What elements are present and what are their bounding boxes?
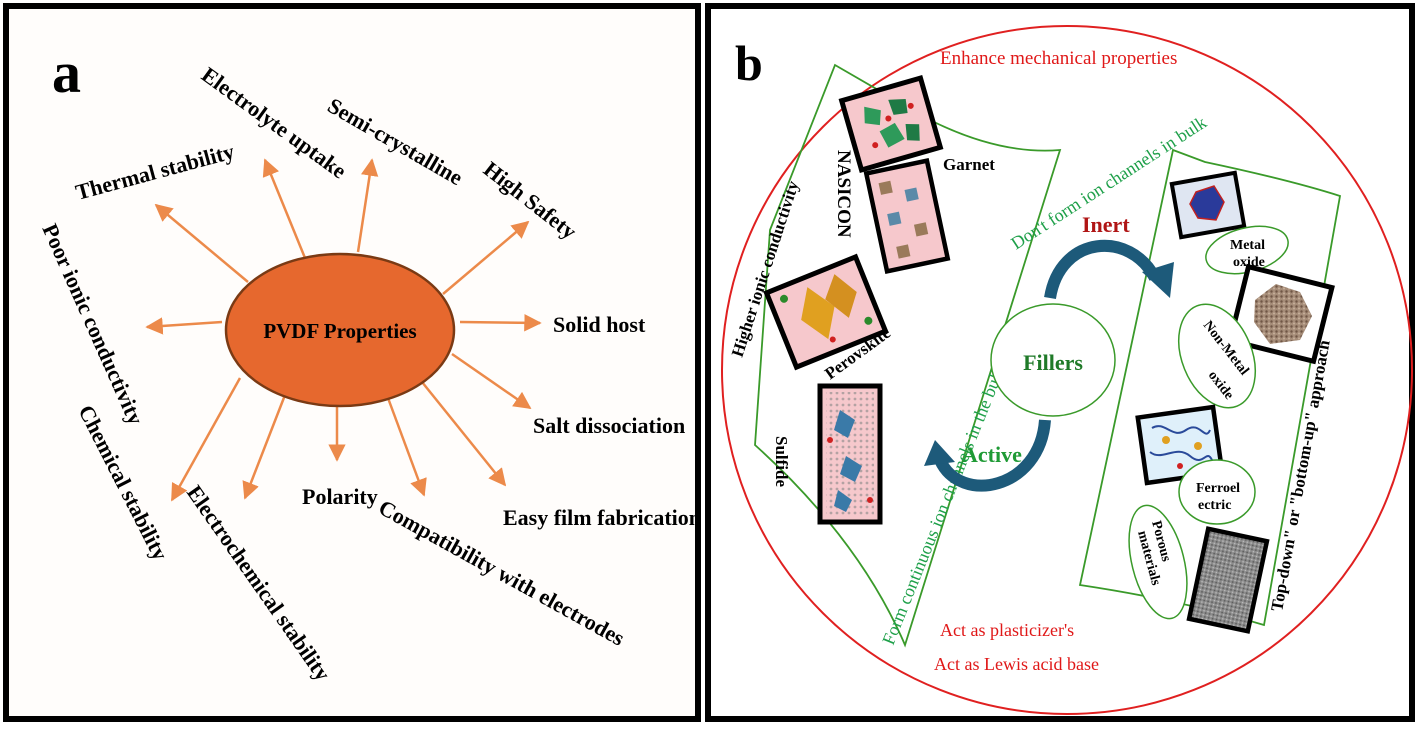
bottom-text-2: Act as Lewis acid base (934, 654, 1099, 674)
nasicon-image (863, 157, 951, 275)
panel-b-label: b (735, 35, 763, 91)
fillers-label: Fillers (1023, 350, 1083, 375)
arrow-poor-ionic-conductivity (145, 317, 223, 335)
nasicon-label: NASICON (833, 150, 854, 238)
metal-oxide-label-2: oxide (1233, 255, 1265, 270)
arrow-salt-dissociation (451, 352, 532, 410)
active-curved-arrow (934, 419, 1051, 492)
arrow-high-safety (442, 220, 530, 295)
metal-oxide-label-1: Metal (1230, 238, 1265, 253)
top-text: Enhance mechanical properties (940, 48, 1177, 69)
label-easy-film-fabrication: Easy film fabrication (503, 505, 701, 530)
sulfide-label: Sulfide (772, 436, 791, 487)
garnet-image (838, 75, 944, 173)
pvdf-center-label: PVDF Properties (263, 319, 416, 343)
inert-label: Inert (1082, 212, 1130, 237)
label-solid-host: Solid host (553, 312, 646, 337)
bottom-text-1: Act as plasticizer's (940, 620, 1074, 640)
pvdf-ellipse (224, 252, 456, 408)
ferroelectric-label-2: ectric (1198, 498, 1231, 513)
arrow-compatibility (386, 397, 427, 497)
perovskite-image (763, 253, 889, 371)
inert-curved-arrow (1044, 239, 1161, 300)
active-label: Active (962, 442, 1022, 467)
ferroelectric-label-1: Ferroel (1196, 481, 1240, 496)
ferroelectric-oval (1178, 459, 1256, 525)
metal-oxide-image (1169, 170, 1247, 240)
panel-a-label: a (52, 40, 81, 105)
non-metal-oxide-oval (1178, 303, 1256, 409)
arrow-solid-host (459, 314, 542, 332)
panel-a: a PVDF Properties Thermal stability Elec… (3, 3, 701, 722)
arrow-semi-crystalline (356, 158, 379, 253)
porous-oval (1128, 504, 1188, 620)
non-metal-oxide-image (1227, 263, 1335, 365)
inert-bracket (1078, 148, 1342, 627)
label-salt-dissociation: Salt dissociation (533, 413, 685, 438)
ferroelectric-image (1135, 404, 1225, 486)
arrow-electrolyte-uptake (262, 158, 307, 259)
arrow-electrochemical-stability (242, 394, 287, 500)
label-polarity: Polarity (302, 484, 378, 509)
panel-b: b Enhance mechanical properties Act as p… (705, 3, 1415, 722)
arrow-easy-film-fabrication (421, 381, 507, 487)
active-arrow-head (924, 440, 955, 466)
arrow-chemical-stability (170, 377, 242, 502)
sulfide-image (817, 383, 883, 525)
porous-image (1186, 526, 1270, 634)
property-arrows (145, 158, 542, 502)
inert-arrow-head (1142, 262, 1174, 298)
fillers-circle (990, 303, 1116, 417)
outer-red-circle (721, 25, 1413, 715)
active-bracket (754, 63, 1062, 648)
arrow-thermal-stability (154, 203, 249, 283)
garnet-label: Garnet (943, 155, 995, 174)
